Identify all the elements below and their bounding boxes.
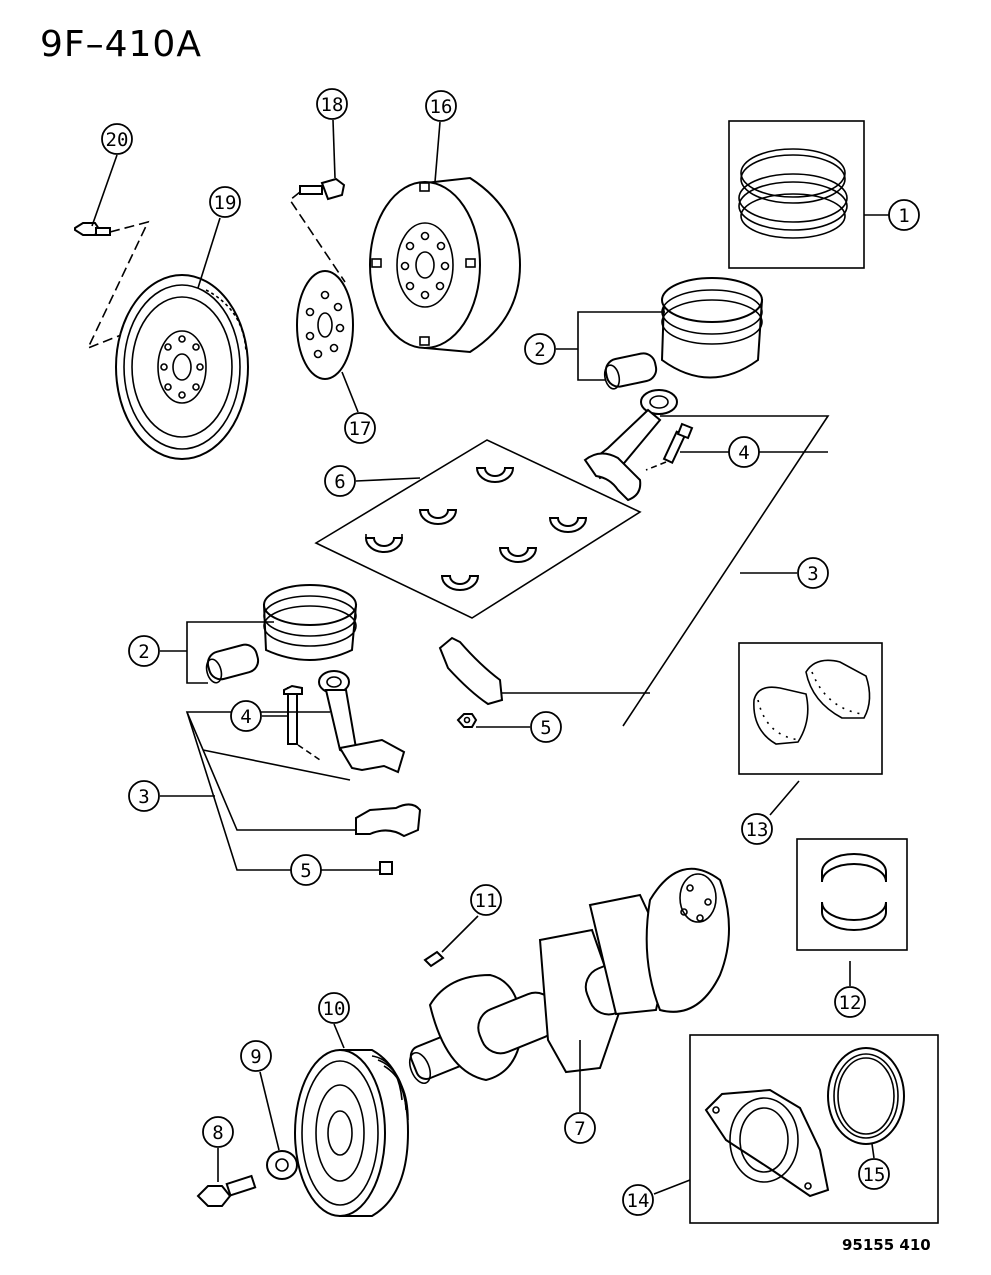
thrust-washer-kit-box bbox=[738, 642, 883, 775]
callout-1-label: 1 bbox=[898, 205, 909, 227]
callout-18[interactable]: 18 bbox=[316, 88, 348, 120]
callout-10-label: 10 bbox=[323, 998, 346, 1020]
flywheel-bolt-part[interactable] bbox=[74, 222, 111, 236]
callout-4-lower[interactable]: 4 bbox=[230, 700, 262, 732]
callout-12-label: 12 bbox=[839, 992, 862, 1014]
piston-rings-kit-box bbox=[728, 120, 865, 269]
callout-10[interactable]: 10 bbox=[318, 992, 350, 1024]
callout-20[interactable]: 20 bbox=[101, 123, 133, 155]
callout-11-label: 11 bbox=[475, 890, 498, 912]
callout-1[interactable]: 1 bbox=[888, 199, 920, 231]
converter-bolt-part[interactable] bbox=[299, 177, 346, 201]
callout-14-label: 14 bbox=[627, 1190, 650, 1212]
piston-upper-part[interactable] bbox=[603, 277, 764, 390]
rear-seal-retainer-box bbox=[689, 1034, 939, 1224]
callout-15[interactable]: 15 bbox=[858, 1158, 890, 1190]
callout-4-upper[interactable]: 4 bbox=[728, 436, 760, 468]
callout-3-upper-label: 3 bbox=[807, 563, 818, 585]
connecting-rod-cap-upper-part[interactable] bbox=[438, 636, 504, 706]
callout-13[interactable]: 13 bbox=[741, 813, 773, 845]
callout-19[interactable]: 19 bbox=[209, 186, 241, 218]
callout-13-label: 13 bbox=[746, 819, 769, 841]
rod-nut-lower-part[interactable] bbox=[379, 861, 393, 875]
callout-2-lower-label: 2 bbox=[138, 641, 149, 663]
callout-3-lower[interactable]: 3 bbox=[128, 780, 160, 812]
connecting-rod-bolt-upper-part[interactable] bbox=[662, 422, 694, 465]
torque-converter-part[interactable] bbox=[369, 176, 522, 354]
damper-bolt-part[interactable] bbox=[196, 1174, 257, 1207]
flywheel-part[interactable] bbox=[115, 274, 249, 460]
diagram-title: 9F–410A bbox=[40, 24, 202, 65]
callout-6[interactable]: 6 bbox=[324, 465, 356, 497]
crankshaft-part[interactable] bbox=[406, 867, 730, 1086]
callout-8[interactable]: 8 bbox=[202, 1116, 234, 1148]
callout-4-lower-label: 4 bbox=[240, 706, 251, 728]
callout-9[interactable]: 9 bbox=[240, 1040, 272, 1072]
callout-14[interactable]: 14 bbox=[622, 1184, 654, 1216]
callout-3-lower-label: 3 bbox=[138, 786, 149, 808]
callout-16[interactable]: 16 bbox=[425, 90, 457, 122]
callout-5-upper[interactable]: 5 bbox=[530, 711, 562, 743]
callout-7-label: 7 bbox=[574, 1118, 585, 1140]
thrust-main-bearing-part[interactable] bbox=[821, 853, 887, 931]
piston-lower-part[interactable] bbox=[204, 584, 358, 684]
callout-12[interactable]: 12 bbox=[834, 986, 866, 1018]
drive-plate-part[interactable] bbox=[296, 270, 354, 380]
callout-17[interactable]: 17 bbox=[344, 412, 376, 444]
damper-washer-part[interactable] bbox=[266, 1150, 298, 1180]
callout-5-upper-label: 5 bbox=[540, 717, 551, 739]
callout-20-label: 20 bbox=[106, 129, 129, 151]
callout-4-upper-label: 4 bbox=[738, 442, 749, 464]
callout-5-lower[interactable]: 5 bbox=[290, 854, 322, 886]
callout-11[interactable]: 11 bbox=[470, 884, 502, 916]
connecting-rod-upper-part[interactable] bbox=[583, 389, 678, 502]
rear-seal-retainer-part[interactable] bbox=[704, 1088, 830, 1198]
rear-main-seal-part[interactable] bbox=[827, 1047, 905, 1145]
callout-15-label: 15 bbox=[863, 1164, 886, 1186]
main-bearing-shells-part[interactable] bbox=[364, 467, 588, 591]
callout-2-lower[interactable]: 2 bbox=[128, 635, 160, 667]
connecting-rod-lower-part[interactable] bbox=[318, 670, 406, 774]
callout-19-label: 19 bbox=[214, 192, 237, 214]
callout-6-label: 6 bbox=[334, 471, 345, 493]
callout-2-upper-label: 2 bbox=[534, 339, 545, 361]
vibration-damper-part[interactable] bbox=[294, 1049, 410, 1217]
main-bearing-set-box bbox=[314, 439, 642, 619]
thrust-washers-part[interactable] bbox=[753, 659, 871, 745]
callout-18-label: 18 bbox=[321, 94, 344, 116]
main-bearing-kit-box bbox=[796, 838, 908, 951]
callout-9-label: 9 bbox=[250, 1046, 261, 1068]
callout-2-upper[interactable]: 2 bbox=[524, 333, 556, 365]
callout-3-upper[interactable]: 3 bbox=[797, 557, 829, 589]
diagram-reference-number: 95155 410 bbox=[842, 1236, 931, 1254]
crankshaft-key-part[interactable] bbox=[423, 950, 445, 968]
callout-5-lower-label: 5 bbox=[300, 860, 311, 882]
callout-17-label: 17 bbox=[349, 418, 372, 440]
connecting-rod-cap-lower-part[interactable] bbox=[355, 803, 422, 838]
connecting-rod-bolt-lower-part[interactable] bbox=[283, 684, 303, 745]
callout-8-label: 8 bbox=[212, 1122, 223, 1144]
piston-rings-part[interactable] bbox=[738, 148, 848, 239]
callout-16-label: 16 bbox=[430, 96, 453, 118]
callout-7[interactable]: 7 bbox=[564, 1112, 596, 1144]
rod-nut-upper-part[interactable] bbox=[456, 713, 478, 728]
